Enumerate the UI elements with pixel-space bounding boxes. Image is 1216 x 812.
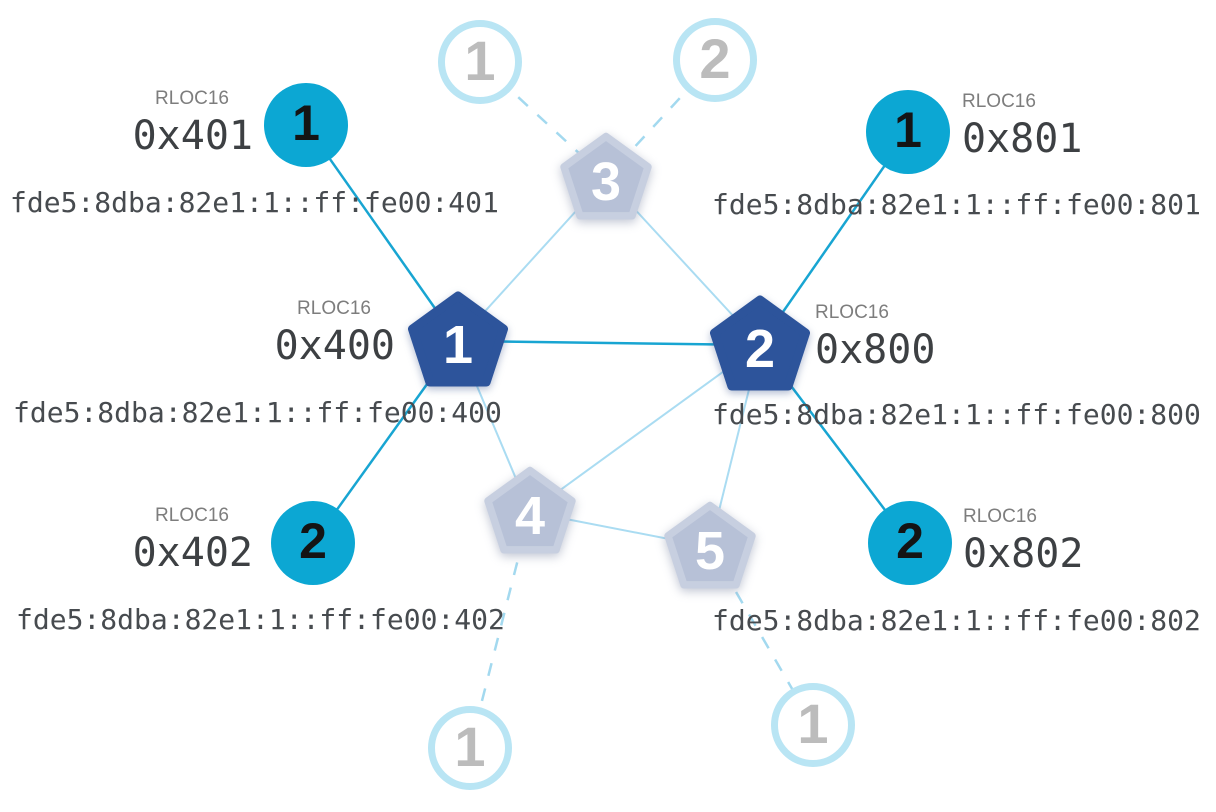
child-node-0x401[interactable]: 1: [264, 83, 348, 167]
circle-icon: [866, 90, 950, 174]
link-router-2-router-4: [529, 344, 761, 513]
rloc16-title: RLOC16: [155, 88, 229, 109]
node-number: 2: [299, 513, 327, 569]
link-router-2-child-801: [758, 131, 910, 346]
ipv6-address-801: fde5:8dba:82e1:1::ff:fe00:801: [712, 188, 1201, 221]
child-node-top-1[interactable]: 1: [438, 20, 522, 104]
rloc-label-0x801: RLOC16 0x801: [962, 91, 1082, 165]
link-router-1-child-401: [304, 124, 460, 342]
rloc16-value: 0x400: [274, 323, 395, 369]
ipv6-address-401: fde5:8dba:82e1:1::ff:fe00:401: [10, 186, 499, 219]
child-node-top-2[interactable]: 2: [673, 18, 757, 102]
node-number: 2: [744, 319, 776, 379]
rloc16-title: RLOC16: [962, 91, 1036, 112]
child-node-bottom-1[interactable]: 1: [428, 706, 512, 790]
node-number: 5: [694, 521, 726, 581]
child-node-0x402[interactable]: 2: [271, 501, 355, 585]
rloc16-value: 0x802: [963, 531, 1084, 577]
pentagon-icon: [560, 132, 652, 220]
rloc16-value: 0x401: [132, 113, 253, 159]
rloc16-title: RLOC16: [155, 505, 229, 526]
pentagon-icon: [710, 295, 810, 391]
router-node-4[interactable]: 4: [482, 464, 578, 560]
router-node-5[interactable]: 5: [662, 499, 758, 595]
rloc16-value: 0x800: [815, 327, 936, 373]
node-number: 1: [894, 102, 922, 158]
circle-icon: [673, 18, 757, 102]
router-node-1[interactable]: 1: [406, 289, 510, 393]
circle-icon: [264, 83, 348, 167]
router-node-2[interactable]: 2: [708, 293, 812, 397]
child-node-bottom-2[interactable]: 1: [771, 683, 855, 767]
circle-icon: [868, 501, 952, 585]
pentagon-icon: [484, 466, 576, 554]
circle-icon: [438, 20, 522, 104]
circle-icon: [271, 501, 355, 585]
ipv6-address-400: fde5:8dba:82e1:1::ff:fe00:400: [13, 396, 502, 429]
rloc-label-0x802: RLOC16 0x802: [963, 506, 1083, 580]
node-number: 1: [292, 95, 320, 151]
router-node-3[interactable]: 3: [558, 130, 654, 226]
rloc16-title: RLOC16: [815, 302, 889, 323]
link-router-1-router-2: [457, 339, 761, 347]
circle-icon: [771, 683, 855, 767]
node-number: 1: [454, 715, 486, 778]
node-number: 2: [699, 27, 731, 90]
node-number: 1: [442, 315, 474, 375]
ipv6-address-802: fde5:8dba:82e1:1::ff:fe00:802: [712, 604, 1201, 637]
rloc16-value: 0x402: [132, 530, 253, 576]
rloc16-value: 0x801: [962, 116, 1083, 162]
node-number: 1: [464, 29, 496, 92]
ipv6-address-402: fde5:8dba:82e1:1::ff:fe00:402: [16, 603, 505, 636]
rloc16-title: RLOC16: [297, 298, 371, 319]
rloc-label-0x402: RLOC16 0x402: [131, 505, 253, 579]
ipv6-address-800: fde5:8dba:82e1:1::ff:fe00:800: [712, 398, 1201, 431]
pentagon-icon: [664, 501, 756, 589]
node-number: 3: [590, 152, 622, 212]
child-node-0x801[interactable]: 1: [866, 90, 950, 174]
child-node-0x802[interactable]: 2: [868, 501, 952, 585]
pentagon-icon: [408, 291, 508, 387]
rloc-label-0x800: RLOC16 0x800: [815, 302, 935, 376]
rloc-label-0x400: RLOC16 0x400: [273, 298, 395, 372]
node-number: 1: [797, 692, 829, 755]
node-number: 4: [514, 486, 546, 546]
rloc16-title: RLOC16: [963, 506, 1037, 527]
node-number: 2: [896, 513, 924, 569]
circle-icon: [428, 706, 512, 790]
rloc-label-0x401: RLOC16 0x401: [131, 88, 253, 162]
